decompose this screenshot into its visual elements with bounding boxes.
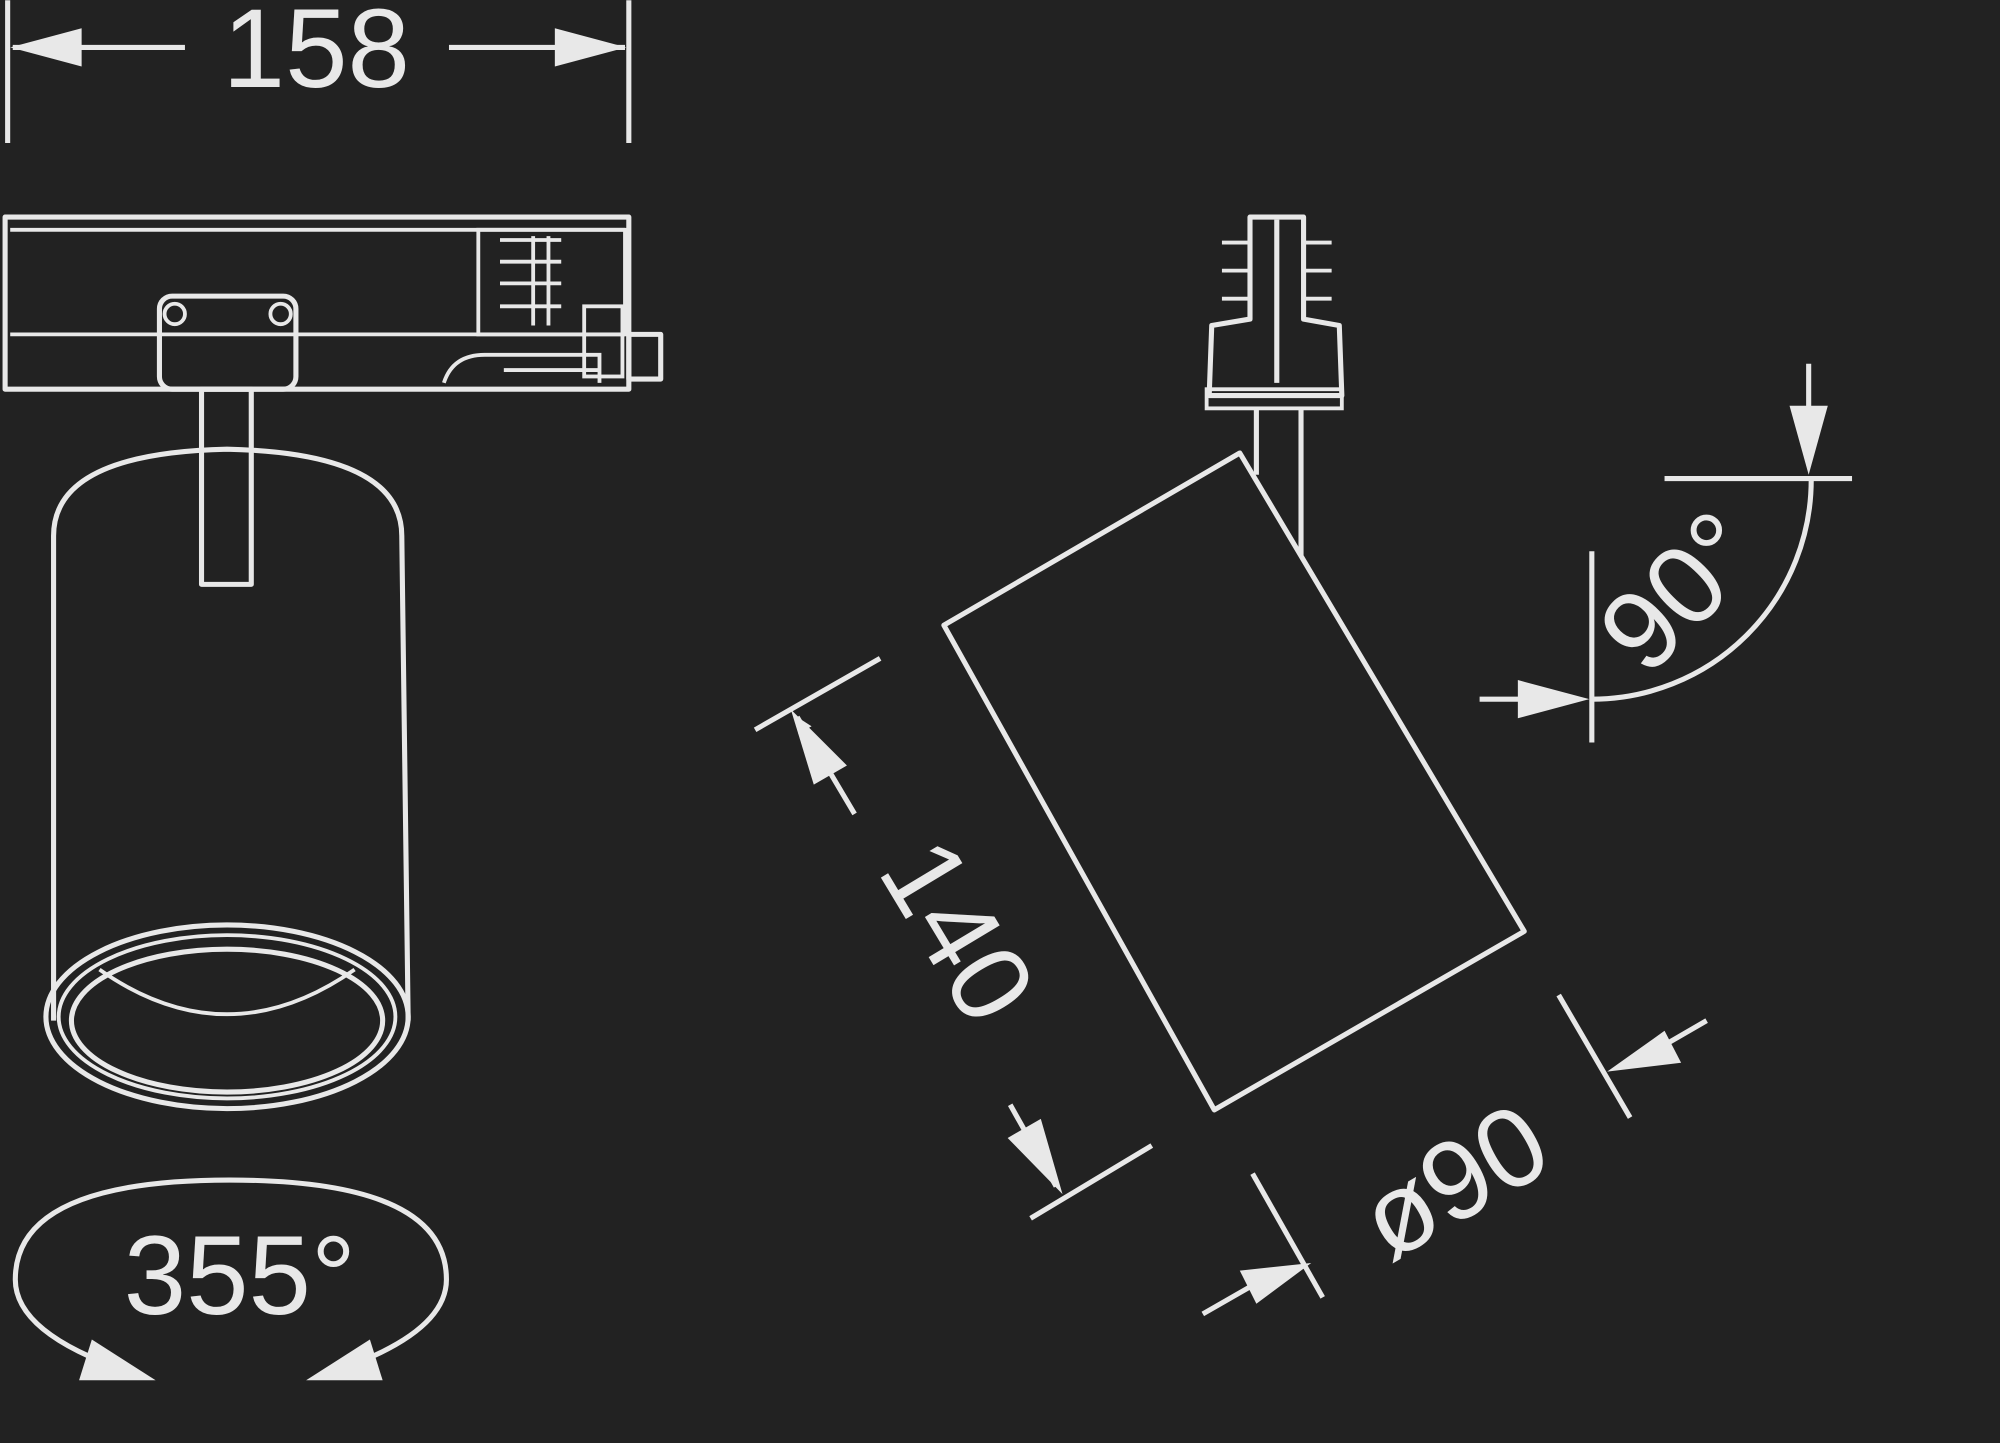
diameter-dimension: ø90 [1201,993,1708,1317]
arrow-icon [790,709,847,785]
cylinder-rim [43,922,411,1112]
arrow-icon [79,1339,156,1381]
arrow-icon [1517,680,1590,719]
length-dimension: 140 [753,656,1154,1221]
tilt-angle-dimension: 90° [1479,363,1853,743]
tilt-label: 90° [1574,487,1783,696]
stem [198,386,254,587]
arrow-icon [306,1339,383,1381]
arrow-icon [1607,1030,1682,1072]
front-view [2,214,664,1112]
arrow-right-icon [554,28,627,67]
cylinder-body [51,446,411,1021]
length-label: 140 [856,818,1060,1043]
side-view [941,214,1527,1113]
connector-block [156,293,299,392]
diameter-label: ø90 [1338,1078,1568,1284]
arrow-icon [1239,1262,1312,1304]
width-dimension: 158 [5,0,632,144]
arrow-icon [1007,1118,1063,1195]
rotation-indicator: 355° [12,1177,449,1381]
width-label: 158 [223,0,410,111]
tilted-cylinder [941,450,1527,1113]
arrow-icon [1789,405,1828,475]
rotation-label: 355° [124,1212,356,1338]
track-adapter [2,214,632,392]
arrow-left-icon [10,28,82,67]
